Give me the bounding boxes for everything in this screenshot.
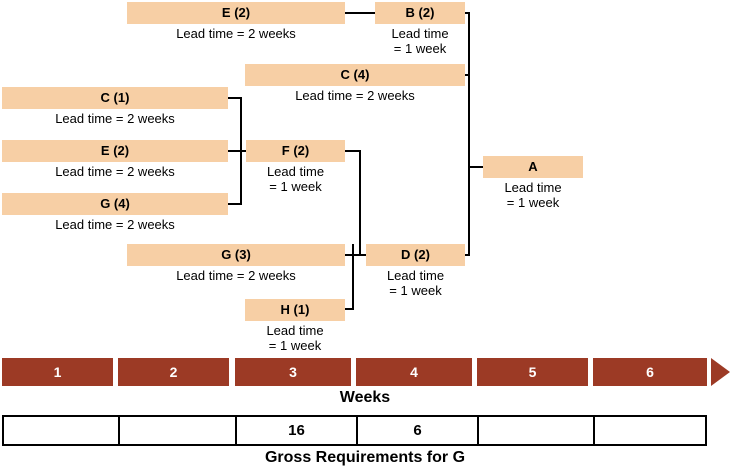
bom-node-label: H (1) bbox=[245, 299, 345, 321]
bom-node-label: F (2) bbox=[246, 140, 345, 162]
bom-node-label: E (2) bbox=[127, 2, 345, 24]
connector-e-top-to-b bbox=[345, 12, 375, 14]
bom-node-label: D (2) bbox=[366, 244, 465, 266]
bom-node-label: C (1) bbox=[2, 87, 228, 109]
bom-node-lead-time: Lead time = 2 weeks bbox=[55, 111, 175, 126]
connector-b-to-trunk bbox=[465, 12, 470, 14]
bom-node-lead-time: Lead time = 2 weeks bbox=[295, 88, 415, 103]
right-triangle-arrow-icon bbox=[711, 358, 730, 386]
week-cell-3: 3 bbox=[235, 358, 351, 386]
weeks-axis-label: Weeks bbox=[339, 389, 391, 406]
connector-e-mid-to-stub bbox=[228, 150, 246, 152]
bom-node-label: A bbox=[483, 156, 583, 178]
bom-node-lead-time: Lead time = 1 week bbox=[266, 164, 325, 194]
bom-node-label: G (4) bbox=[2, 193, 228, 215]
week-cell-4: 4 bbox=[356, 358, 472, 386]
bom-node-lead-time: Lead time = 2 weeks bbox=[55, 164, 175, 179]
connector-f-to-stub bbox=[345, 150, 361, 152]
bom-node-lead-time: Lead time = 1 week bbox=[266, 323, 324, 353]
bom-node-label: G (3) bbox=[127, 244, 345, 266]
gross-requirement-cell-4: 6 bbox=[358, 417, 479, 444]
bom-node-lead-time: Lead time = 2 weeks bbox=[176, 268, 296, 283]
gross-requirements-label: Gross Requirements for G bbox=[264, 449, 466, 466]
connector-trunk-to-a bbox=[470, 166, 483, 168]
gross-requirement-cell-3: 16 bbox=[237, 417, 358, 444]
gross-requirement-cell-5 bbox=[479, 417, 595, 444]
bom-node-lead-time: Lead time = 1 week bbox=[391, 26, 449, 56]
connector-main-trunk bbox=[468, 12, 470, 256]
gross-requirement-cell-6 bbox=[595, 417, 709, 444]
bom-node-lead-time: Lead time = 1 week bbox=[386, 268, 445, 298]
bom-node-lead-time: Lead time = 1 week bbox=[504, 180, 562, 210]
week-cell-5: 5 bbox=[477, 358, 588, 386]
connector-c4-to-trunk bbox=[465, 74, 470, 76]
connector-f-merge-trunk bbox=[359, 150, 361, 254]
bom-node-label: E (2) bbox=[2, 140, 228, 162]
connector-g3-to-stub bbox=[345, 254, 366, 256]
bom-node-label: B (2) bbox=[375, 2, 465, 24]
bom-node-lead-time: Lead time = 2 weeks bbox=[55, 217, 175, 232]
bom-node-label: C (4) bbox=[245, 64, 465, 86]
connector-d-to-trunk bbox=[465, 254, 470, 256]
connector-c1-to-stub bbox=[228, 97, 242, 99]
gross-requirement-cell-1 bbox=[4, 417, 120, 444]
week-cell-6: 6 bbox=[593, 358, 707, 386]
bom-node-lead-time: Lead time = 2 weeks bbox=[176, 26, 296, 41]
gross-requirement-cell-2 bbox=[120, 417, 237, 444]
connector-g4-to-stub bbox=[228, 203, 242, 205]
connector-h-to-stub bbox=[345, 308, 354, 310]
week-cell-2: 2 bbox=[118, 358, 229, 386]
connector-lower-merge-trunk bbox=[352, 244, 354, 310]
week-cell-1: 1 bbox=[2, 358, 113, 386]
